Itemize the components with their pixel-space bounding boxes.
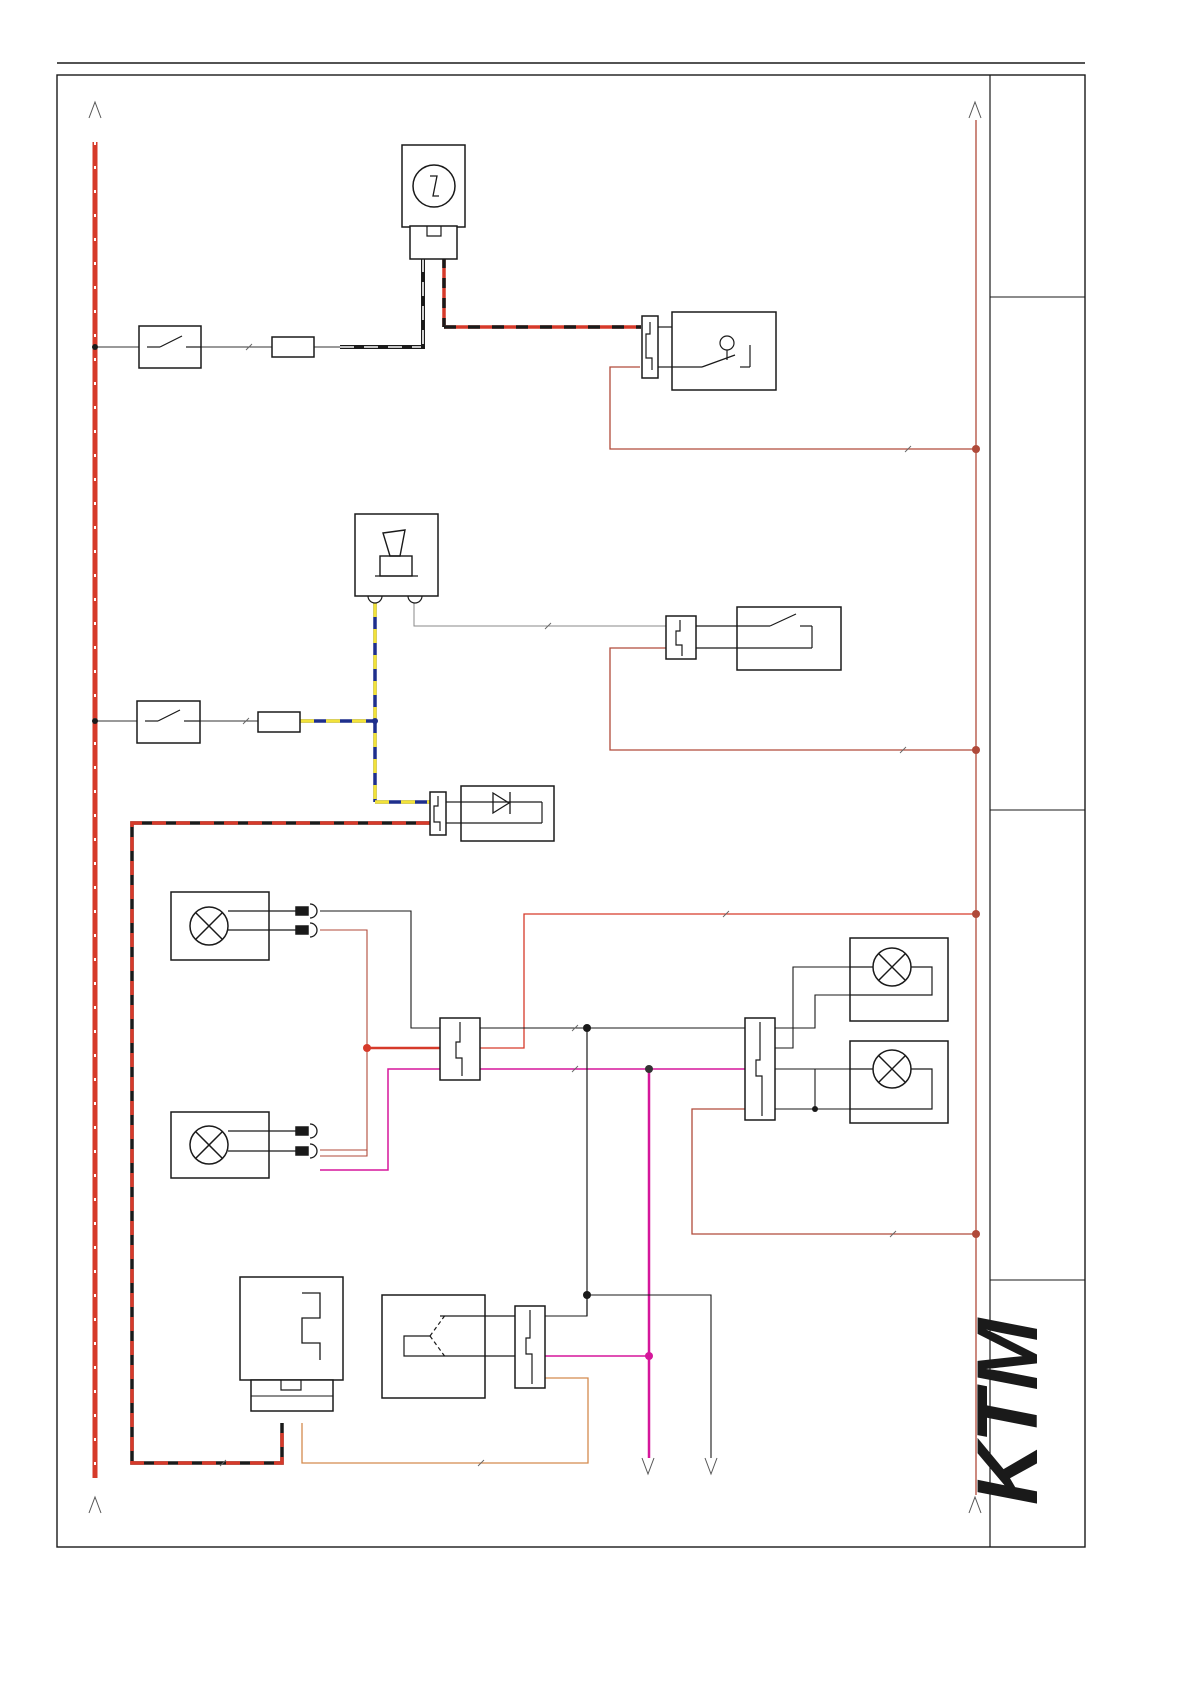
page-frame [57, 63, 1085, 1547]
turn-signal-switch [382, 1295, 545, 1398]
horn [355, 514, 438, 603]
pressure-switch [642, 312, 776, 390]
main-switch-upper [139, 326, 201, 368]
main-switch-lower [137, 701, 200, 743]
right-lamp-connector [745, 1018, 775, 1120]
fuse-lower [258, 712, 300, 732]
turn-signal-front-left [171, 892, 317, 960]
flasher-relay [240, 1277, 343, 1411]
clock-unit [402, 145, 465, 259]
fuse-upper [272, 337, 314, 357]
turn-signal-rear-left [171, 1112, 317, 1178]
ktm-logo: KTM [960, 1317, 1056, 1506]
diode-module [430, 786, 554, 841]
horn-button [666, 607, 841, 670]
turn-signal-front-right [850, 938, 948, 1021]
turn-signal-rear-right [850, 1041, 948, 1123]
circuit-clock [92, 258, 980, 453]
flasher-relay-connector [440, 1018, 480, 1080]
logo-text: KTM [960, 1317, 1056, 1506]
